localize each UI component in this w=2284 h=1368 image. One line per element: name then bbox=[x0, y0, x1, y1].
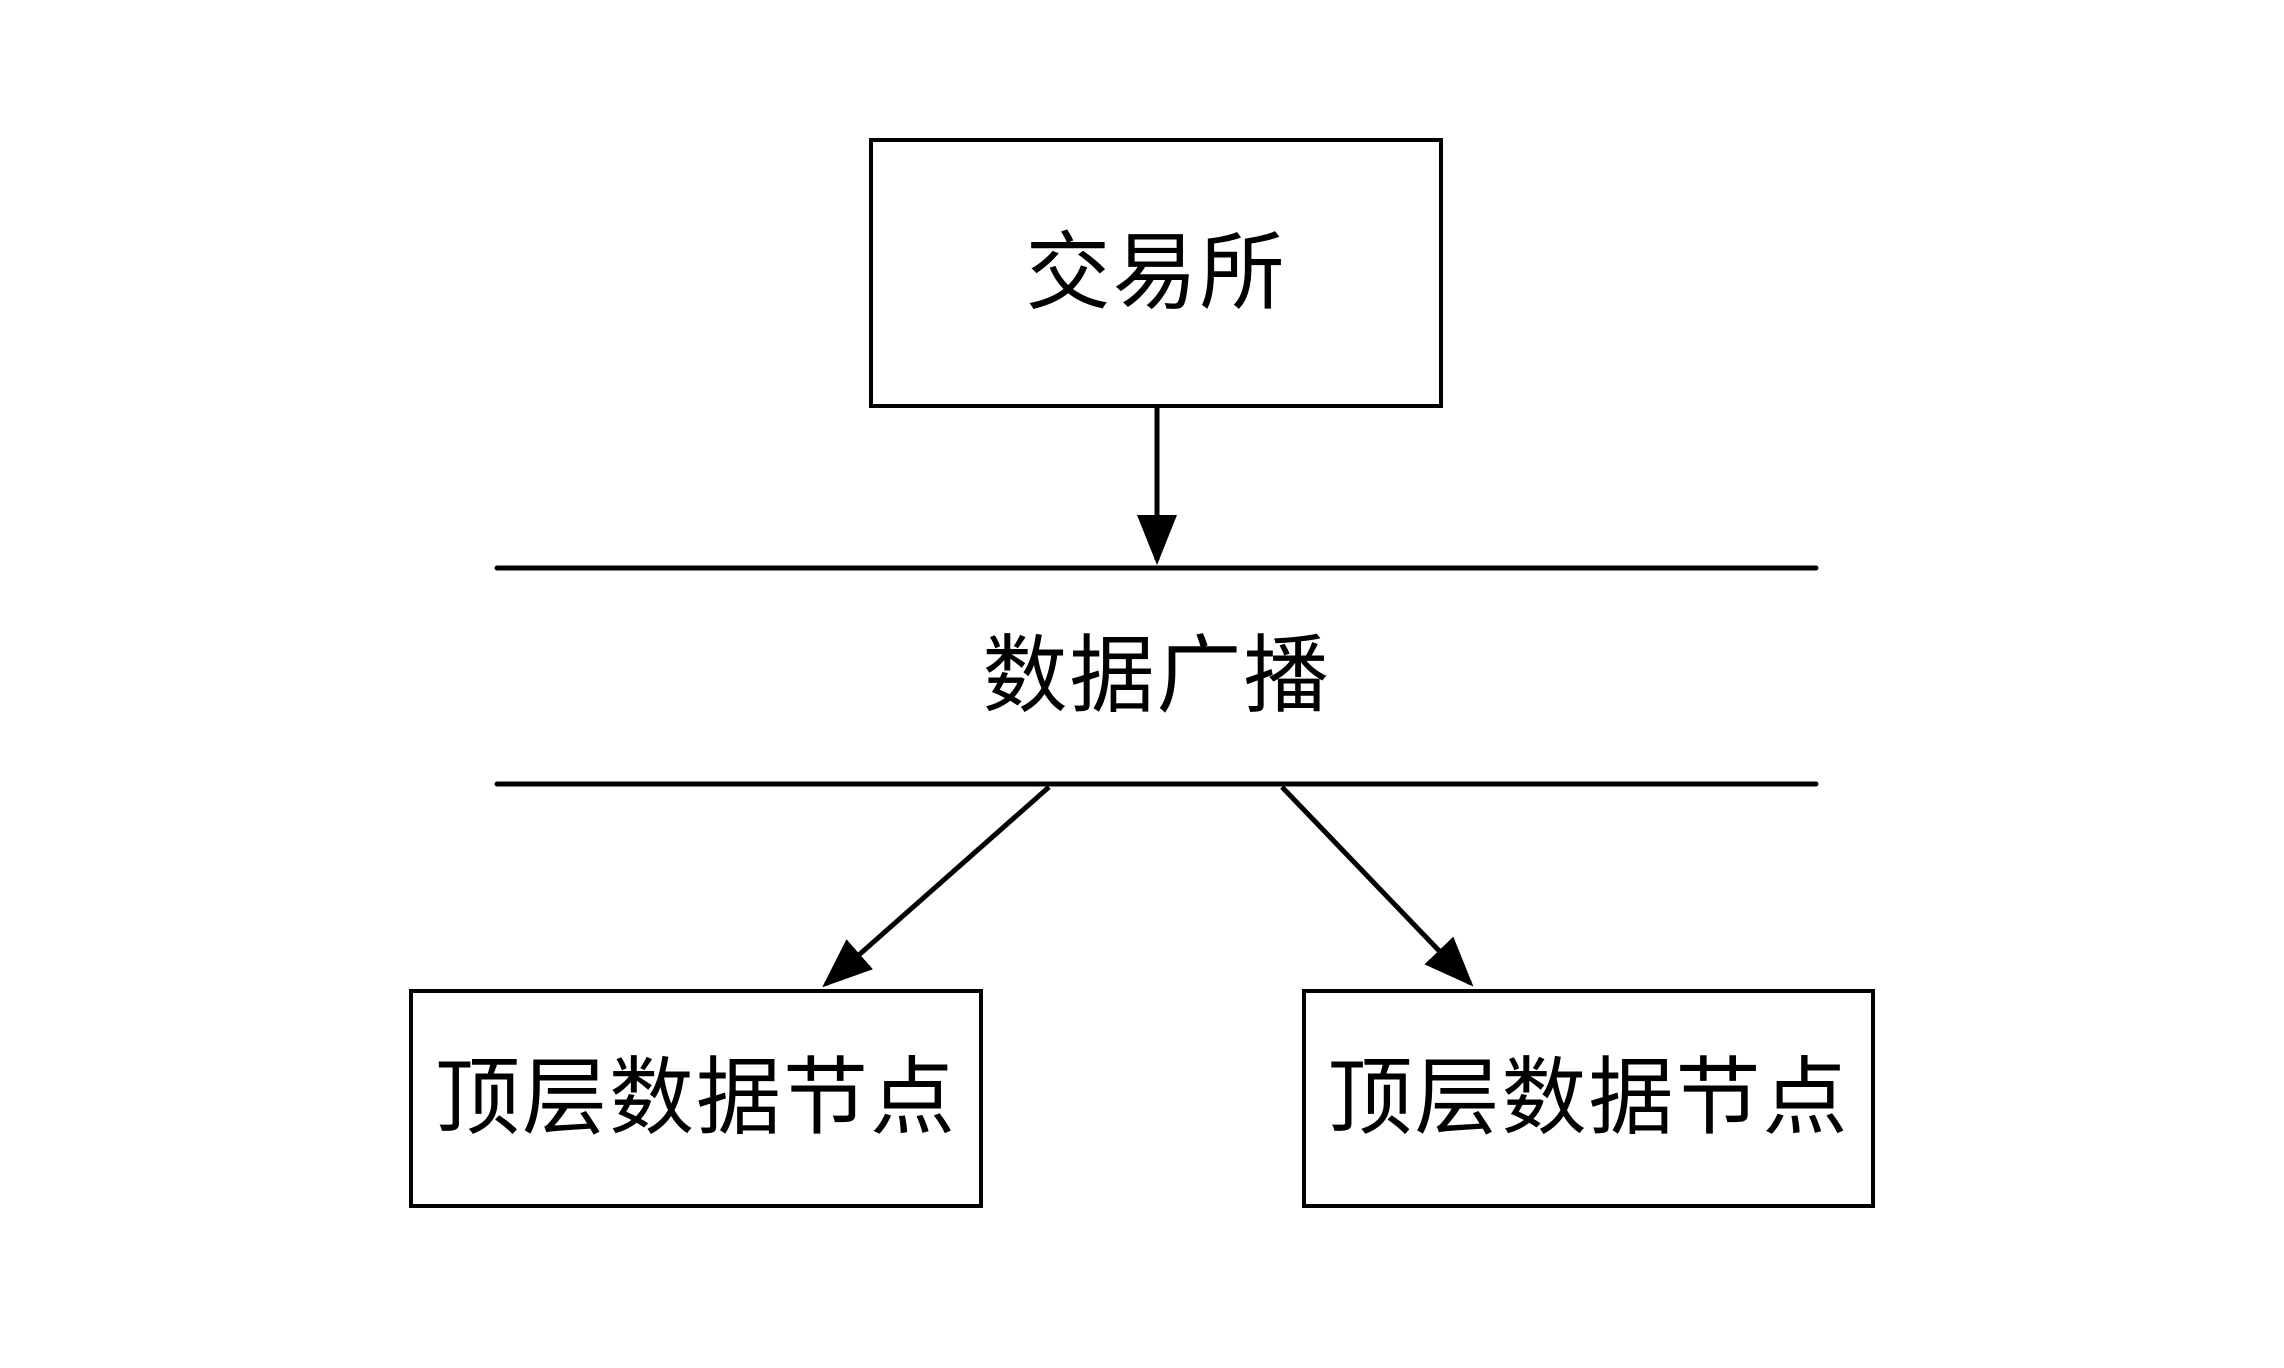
top-data-node-left-label: 顶层数据节点 bbox=[434, 1051, 957, 1146]
top-data-node-left: 顶层数据节点 bbox=[409, 989, 983, 1208]
broadcast-band: 数据广播 bbox=[497, 568, 1816, 784]
exchange-node: 交易所 bbox=[869, 138, 1443, 408]
broadcast-to-right-node-arrow bbox=[1280, 785, 1474, 987]
broadcast-to-left-node-arrow bbox=[822, 785, 1051, 988]
exchange-node-label: 交易所 bbox=[1025, 225, 1287, 321]
top-data-node-right-label: 顶层数据节点 bbox=[1327, 1051, 1850, 1146]
top-data-node-right: 顶层数据节点 bbox=[1302, 989, 1875, 1208]
broadcast-band-label: 数据广播 bbox=[982, 628, 1331, 724]
